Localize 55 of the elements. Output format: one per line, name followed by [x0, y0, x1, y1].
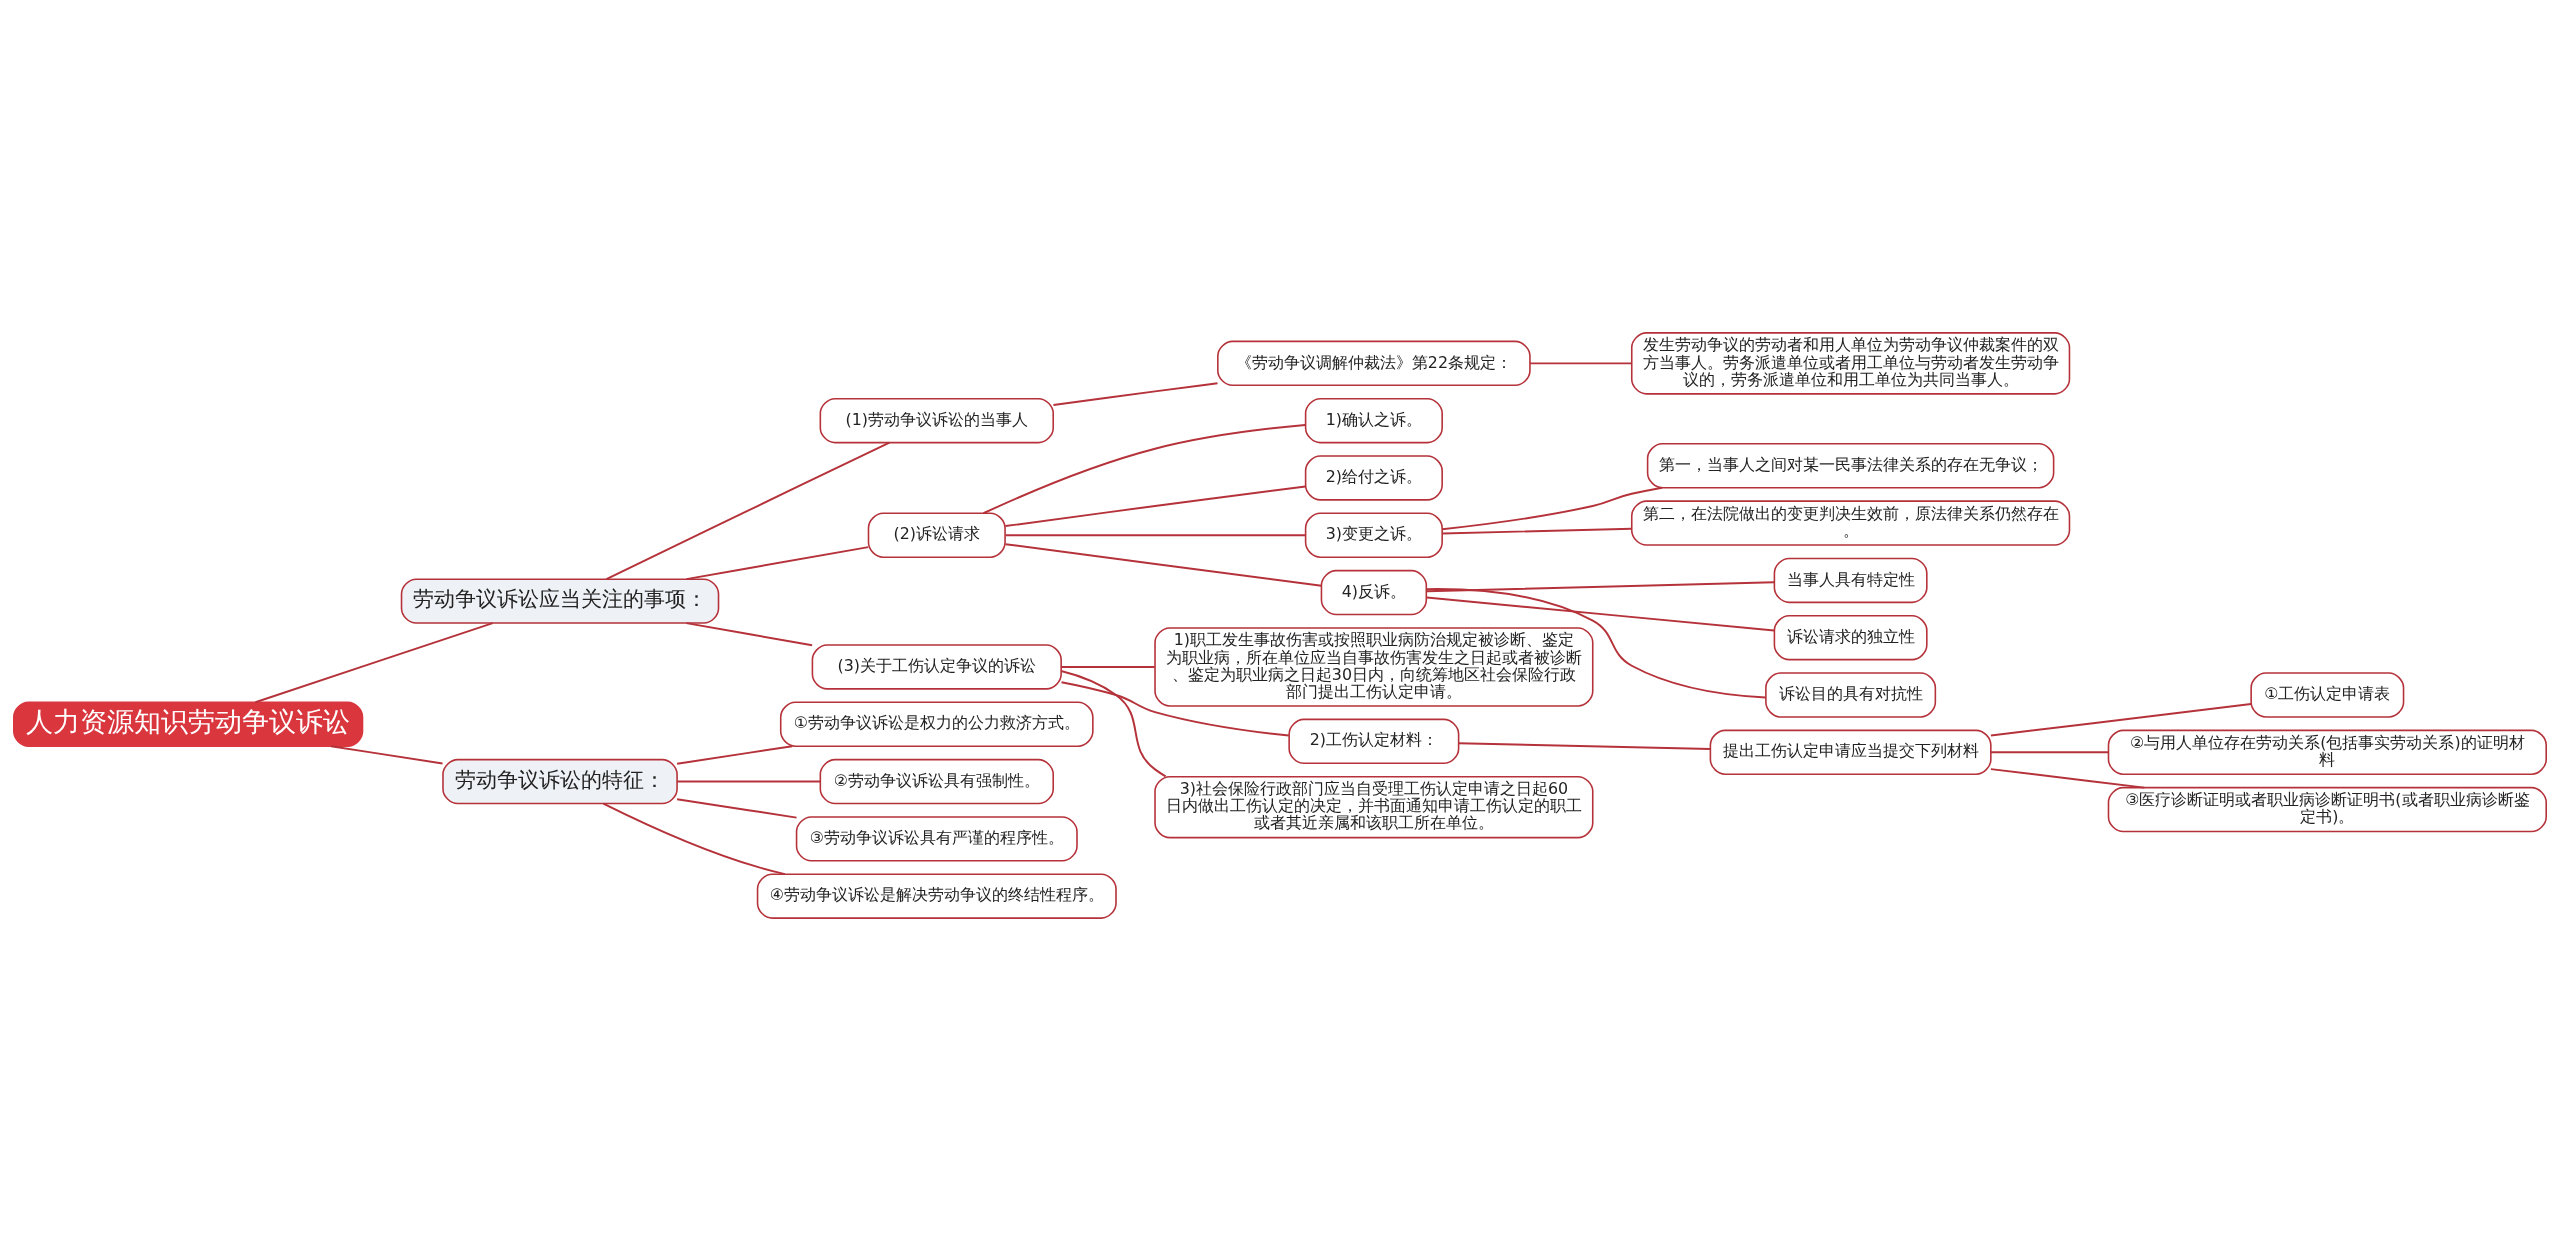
connector	[1004, 485, 1307, 527]
connector	[1052, 381, 1219, 406]
node-box: ②劳动争议诉讼具有强制性。	[819, 758, 1054, 804]
node-box: ②与用人单位存在劳动关系(包括事实劳动关系)的证明材料	[2107, 729, 2547, 775]
node-box: 诉讼目的具有对抗性	[1765, 671, 1937, 718]
node-box: ③劳动争议诉讼具有严谨的程序性。	[795, 815, 1078, 862]
connector	[676, 744, 794, 765]
connector	[1989, 767, 2146, 789]
node-box: 诉讼请求的独立性	[1773, 614, 1928, 660]
node-box: 劳动争议诉讼的特征：	[442, 758, 678, 804]
connector	[1989, 702, 2252, 736]
node-box: 1)确认之诉。	[1304, 397, 1443, 443]
connector	[1425, 580, 1776, 592]
node-box: 1)职工发生事故伤害或按照职业病防治规定被诊断、鉴定为职业病，所在单位应当自事故伤害发生之日起或者被诊断、鉴定为职业病之日起30日内，向统筹地区社会保险行政部门提出工伤认定申请。	[1154, 626, 1594, 707]
node-box: 4)反诉。	[1320, 569, 1428, 615]
node-box: ①劳动争议诉讼是权力的公力救济方式。	[779, 701, 1094, 747]
node-box: (2)诉讼请求	[867, 512, 1006, 558]
connector	[685, 621, 814, 646]
node-box: 3)社会保险行政部门应当自受理工伤认定申请之日起60日内做出工伤认定的决定，并书面通知申请工伤认定的职工或者其近亲属和该职工所在单位。	[1154, 775, 1594, 838]
connector	[676, 797, 798, 819]
node-box: 2)工伤认定材料：	[1288, 718, 1460, 764]
connector	[602, 802, 786, 875]
node-box: 劳动争议诉讼应当关注的事项：	[400, 577, 720, 624]
node-box: (1)劳动争议诉讼的当事人	[819, 397, 1054, 443]
node-box: 人力资源知识劳动争议诉讼	[13, 701, 364, 747]
connector	[1425, 596, 1776, 631]
node-box: ④劳动争议诉讼是解决劳动争议的终结性程序。	[756, 872, 1117, 919]
connector	[330, 744, 444, 764]
node-box: 第二，在法院做出的变更判决生效前，原法律关系仍然存在。	[1630, 499, 2071, 546]
node-box: ①工伤认定申请表	[2250, 671, 2405, 718]
connector	[1441, 527, 1633, 534]
connector	[676, 780, 822, 783]
connector	[1425, 587, 1767, 698]
connector	[1060, 680, 1290, 737]
connector	[1529, 361, 1633, 364]
node-box: ③医疗诊断证明或者职业病诊断证明书(或者职业病诊断鉴定书)。	[2107, 786, 2547, 832]
connector	[1004, 533, 1307, 536]
connector	[254, 621, 494, 703]
connector	[605, 441, 891, 580]
connector	[1989, 750, 2110, 753]
node-box: (3)关于工伤认定争议的诉讼	[811, 643, 1062, 690]
node-box: 发生劳动争议的劳动者和用人单位为劳动争议仲裁案件的双方当事人。劳务派遣单位或者用工单位与劳动者发生劳动争议的，劳务派遣单位和用工单位为共同当事人。	[1630, 331, 2071, 395]
node-box: 2)给付之诉。	[1304, 454, 1443, 501]
node-box: 当事人具有特定性	[1773, 557, 1928, 603]
connector	[685, 545, 870, 580]
connector	[1004, 542, 1323, 587]
connector	[1441, 486, 1663, 530]
node-box: 《劳动争议调解仲裁法》第22条规定：	[1217, 340, 1531, 386]
connector	[982, 423, 1307, 514]
node-box: 第一，当事人之间对某一民事法律关系的存在无争议；	[1646, 442, 2055, 488]
connector	[1457, 741, 1712, 750]
node-box: 提出工伤认定申请应当提交下列材料	[1709, 729, 1992, 775]
node-box: 3)变更之诉。	[1304, 512, 1443, 558]
connector	[1060, 669, 1167, 777]
connector	[1060, 665, 1156, 668]
